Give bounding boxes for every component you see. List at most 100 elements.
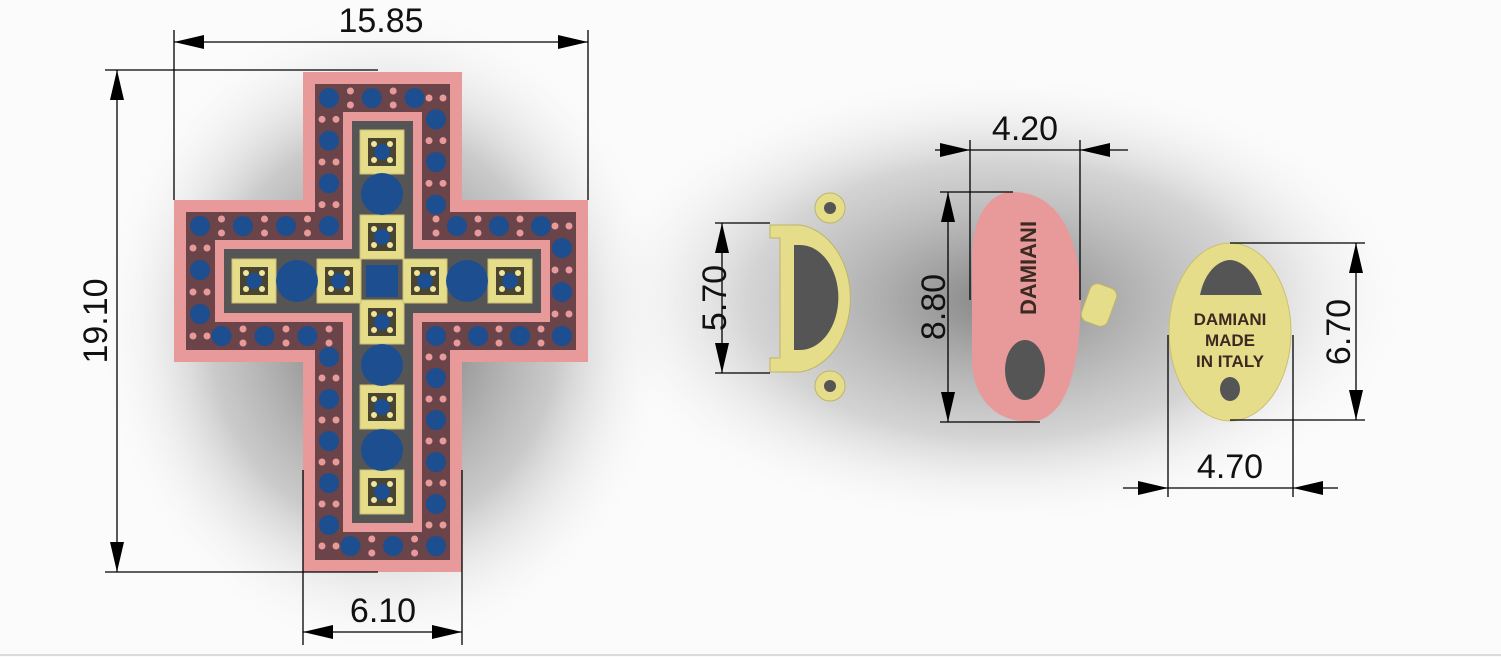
sapphire-stone xyxy=(426,194,446,215)
dimension-cross-height: 19.10 xyxy=(77,69,378,573)
sapphire-stone xyxy=(374,484,390,500)
rose-bead xyxy=(565,266,573,274)
sapphire-stone xyxy=(319,515,339,535)
rose-bead xyxy=(189,288,197,296)
sapphire-stone xyxy=(417,273,433,289)
rose-bead xyxy=(318,416,326,424)
rose-bead xyxy=(439,179,447,187)
rose-bead xyxy=(189,332,197,340)
rose-bead xyxy=(565,222,573,230)
rose-bead xyxy=(389,87,397,95)
rose-bead xyxy=(537,339,545,347)
bezel-setting xyxy=(402,258,448,304)
dim-label-cross-height: 19.10 xyxy=(77,278,115,363)
sapphire-stone xyxy=(468,326,488,346)
sapphire-stone xyxy=(254,326,275,346)
rose-bead xyxy=(304,229,311,237)
rose-bead xyxy=(474,229,482,237)
sapphire-stone xyxy=(531,216,551,236)
tag-engraving-line1: DAMIANI xyxy=(1194,310,1267,329)
rose-bead xyxy=(282,325,290,333)
prong xyxy=(371,242,377,248)
rose-bead xyxy=(368,549,376,557)
rose-bead xyxy=(318,500,326,508)
sapphire-stone xyxy=(319,389,339,409)
prong xyxy=(515,270,521,276)
sapphire-stone xyxy=(319,473,339,493)
prong xyxy=(414,286,420,292)
rose-bead xyxy=(495,339,503,347)
rose-bead xyxy=(425,395,433,403)
rose-bead xyxy=(203,244,211,252)
rose-bead xyxy=(332,542,340,550)
sapphire-stone xyxy=(340,536,361,556)
sapphire-stone xyxy=(276,216,296,236)
rose-bead xyxy=(332,115,340,123)
sapphire-stone xyxy=(319,216,339,236)
prong xyxy=(387,311,393,317)
prong xyxy=(243,286,249,292)
rose-bead xyxy=(218,215,225,223)
prong xyxy=(371,481,377,487)
dimension-clasp-width: 4.20 xyxy=(935,110,1128,300)
dimension-tag-height: 6.70 xyxy=(1230,242,1365,421)
sapphire-stone xyxy=(211,326,232,346)
rose-bead xyxy=(304,215,311,223)
tag-engraving-line3: IN ITALY xyxy=(1196,352,1265,371)
dimension-cross-width: 15.85 xyxy=(173,2,589,200)
sapphire-stone xyxy=(552,326,572,346)
sapphire-stone xyxy=(361,88,382,108)
rose-bead xyxy=(325,339,333,347)
dim-label-connector-height: 5.70 xyxy=(696,265,734,331)
prong xyxy=(430,270,436,276)
rose-bead xyxy=(332,201,340,209)
prong xyxy=(259,270,265,276)
sapphire-stone xyxy=(331,273,347,289)
rose-bead xyxy=(318,374,326,382)
dim-label-tag-height: 6.70 xyxy=(1320,299,1358,365)
rose-bead xyxy=(261,215,268,223)
prong xyxy=(387,141,393,147)
sapphire-stone xyxy=(426,536,446,556)
large-sapphire xyxy=(361,173,403,215)
sapphire-stone xyxy=(426,494,446,514)
prong xyxy=(499,286,505,292)
dim-label-tag-width: 4.70 xyxy=(1197,448,1263,486)
sapphire-stone xyxy=(552,282,572,302)
rose-bead xyxy=(439,353,447,361)
large-sapphire xyxy=(446,260,488,302)
prong xyxy=(387,412,393,418)
sapphire-stone xyxy=(383,536,404,556)
sapphire-stone xyxy=(374,229,390,245)
prong xyxy=(371,157,377,163)
sapphire-stone xyxy=(510,326,530,346)
sapphire-stone xyxy=(319,173,339,194)
prong xyxy=(387,226,393,232)
rose-bead xyxy=(425,137,433,145)
prong xyxy=(414,270,420,276)
sapphire-stone xyxy=(489,216,509,236)
prong xyxy=(387,327,393,333)
center-sapphire xyxy=(366,265,398,297)
rose-bead xyxy=(551,222,559,230)
prong xyxy=(499,270,505,276)
prong xyxy=(371,412,377,418)
sapphire-stone xyxy=(426,452,446,472)
sapphire-stone xyxy=(404,88,425,108)
prong xyxy=(371,226,377,232)
rose-bead xyxy=(425,479,433,487)
large-sapphire xyxy=(276,260,318,302)
prong xyxy=(344,286,350,292)
dimension-tag-width: 4.70 xyxy=(1123,335,1338,497)
prong xyxy=(387,396,393,402)
rose-bead xyxy=(425,179,433,187)
rose-bead xyxy=(439,437,447,445)
sapphire-stone xyxy=(426,109,446,130)
prong xyxy=(328,286,334,292)
cross-pendant xyxy=(174,72,588,572)
rose-bead xyxy=(411,535,419,543)
sapphire-stone xyxy=(190,304,210,324)
dimension-connector-height: 5.70 xyxy=(696,222,770,374)
prong xyxy=(344,270,350,276)
